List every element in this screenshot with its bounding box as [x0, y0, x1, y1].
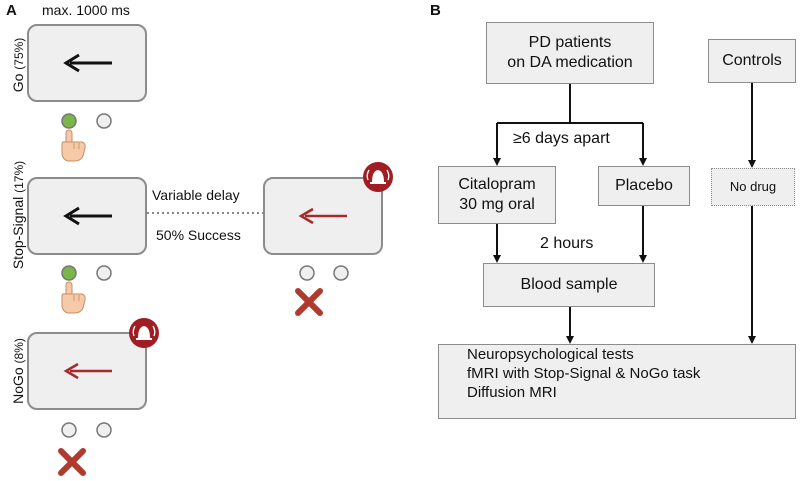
stop-signal-left-arrow-icon [63, 206, 112, 226]
panel-a-letter: A [6, 2, 17, 19]
citalopram-box: Citalopram 30 mg oral [438, 166, 556, 224]
panel-b-letter: B [430, 2, 441, 19]
pd-patients-line2: on DA medication [507, 54, 633, 71]
no-drug-box: No drug [711, 168, 795, 206]
apart-label: ≥6 days apart [513, 130, 610, 147]
stop-right-response-circle [96, 265, 112, 281]
outcome-fmri: fMRI with Stop-Signal & NoGo task [467, 365, 701, 382]
timing-label: max. 1000 ms [42, 2, 130, 18]
stop-delayed-right-response-circle [333, 265, 349, 281]
pd-patients-line1: PD patients [528, 34, 612, 51]
success-label: 50% Success [156, 227, 241, 243]
nogo-bell-badge-icon [129, 318, 159, 348]
go-right-response-circle [96, 113, 112, 129]
stop-signal-bell-badge-icon [363, 162, 393, 192]
controls-box: Controls [708, 39, 796, 83]
citalopram-line1: Citalopram [458, 176, 536, 193]
stop-delayed-left-response-circle [299, 265, 315, 281]
flow-arrows [493, 83, 756, 344]
nogo-right-response-circle [96, 422, 112, 438]
nogo-no-response-cross-icon [58, 448, 86, 476]
outcome-diffusion: Diffusion MRI [467, 384, 557, 401]
stop-no-response-cross-icon [295, 288, 323, 316]
nogo-red-arrow-icon [63, 362, 112, 380]
pd-patients-box: PD patients on DA medication [486, 22, 654, 84]
nogo-left-response-circle [61, 422, 77, 438]
stop-left-response-circle [61, 265, 77, 281]
outcome-neuropsych: Neuropsychological tests [467, 346, 634, 363]
go-left-arrow-icon [63, 53, 112, 73]
hours-label: 2 hours [540, 235, 594, 252]
stop-signal-red-arrow-icon [298, 207, 347, 225]
outcomes-box: Neuropsychological tests fMRI with Stop-… [438, 344, 796, 419]
variable-delay-label: Variable delay [152, 187, 240, 203]
go-pointing-hand-icon [61, 129, 86, 162]
blood-sample-box: Blood sample [483, 263, 655, 307]
placebo-box: Placebo [598, 166, 690, 206]
citalopram-line2: 30 mg oral [459, 196, 535, 213]
go-left-response-circle [61, 113, 77, 129]
stop-pointing-hand-icon [61, 281, 86, 314]
